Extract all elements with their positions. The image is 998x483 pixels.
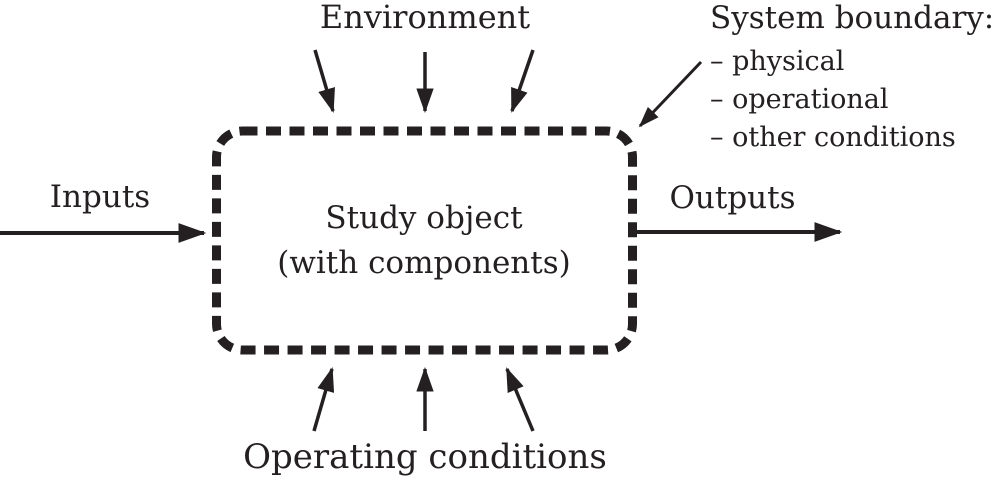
environment-arrow-left: [313, 49, 335, 113]
outputs-label: Outputs: [669, 180, 796, 216]
system-boundary-title: System boundary:: [710, 0, 995, 36]
operating-conditions-label: Operating conditions: [243, 437, 607, 477]
study-object-text: Study object (with components): [216, 131, 632, 350]
system-boundary-item-other-conditions: – other conditions: [710, 122, 956, 153]
environment-label: Environment: [319, 0, 531, 36]
inputs-label: Inputs: [49, 179, 151, 215]
system-boundary-note: System boundary: – physical – operationa…: [710, 0, 994, 157]
environment-arrow-right: [510, 49, 535, 113]
system-boundary-item-physical: – physical: [710, 46, 845, 77]
system-boundary-pointer-arrow: [638, 60, 703, 128]
operating-arrow-left: [312, 367, 335, 432]
system-boundary-item-operational: – operational: [710, 84, 889, 115]
study-object-line2: (with components): [277, 244, 571, 281]
operating-arrow-right: [505, 367, 535, 432]
study-object-line1: Study object: [325, 199, 523, 236]
